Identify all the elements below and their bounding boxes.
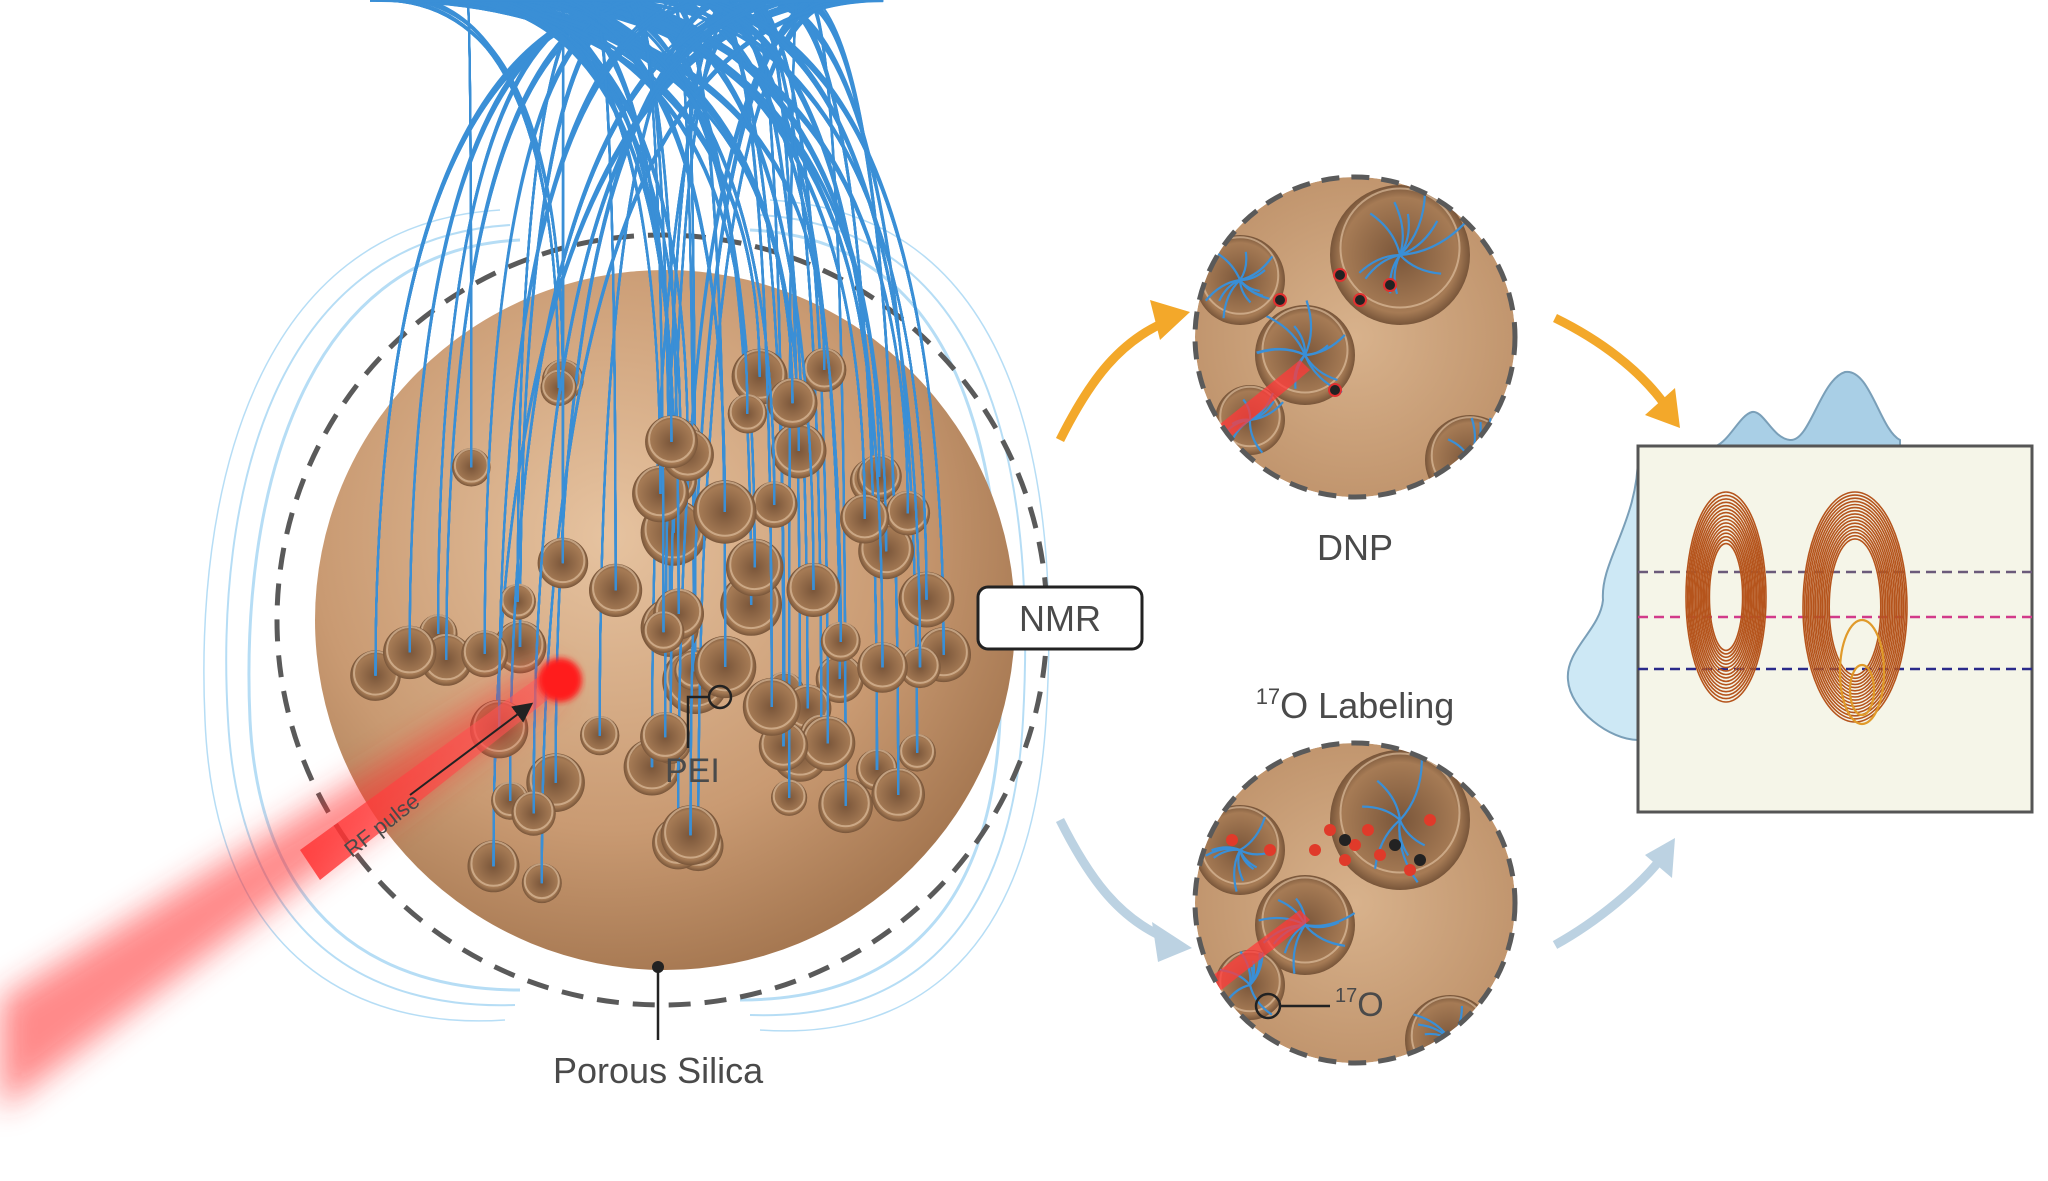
nmr-label: NMR <box>1019 598 1101 639</box>
spectrum-panel <box>1566 370 2034 814</box>
pore <box>467 0 867 893</box>
o17-marker-label: 17O <box>1335 985 1384 1024</box>
arrow-labeling-to-spectrum-head <box>1645 838 1675 878</box>
o17-labeling-title: 17O Labeling <box>1256 684 1455 726</box>
porous-silica-callout <box>652 961 664 1040</box>
pore <box>660 0 836 866</box>
field-lines <box>203 199 1050 1032</box>
dnp-label: DNP <box>1317 527 1393 568</box>
arrow-labeling-to-spectrum <box>1552 857 1664 949</box>
arrow-to-labeling-head <box>1152 922 1192 962</box>
o17-labeling-text: O Labeling <box>1280 685 1454 726</box>
labeling-zoom-circle: 17O <box>1192 740 1518 1066</box>
pei-callout <box>686 684 733 748</box>
pore <box>769 0 898 791</box>
arrow-to-dnp <box>1055 315 1172 443</box>
pore <box>1195 235 1285 325</box>
pore <box>1425 415 1515 497</box>
pore <box>441 0 698 469</box>
side-projection <box>1566 449 1640 742</box>
pei-label: PEI <box>665 752 720 790</box>
arrow-to-dnp-head <box>1150 300 1190 340</box>
contour-plot <box>1685 491 1908 726</box>
pore-group <box>350 0 971 904</box>
o17-marker-superscript: 17 <box>1335 985 1357 1007</box>
porous-silica-label: Porous Silica <box>553 1050 764 1091</box>
pore <box>1405 995 1495 1063</box>
nmr-box: NMR <box>976 585 1144 651</box>
pore <box>511 0 757 544</box>
o17-labeling-superscript: 17 <box>1256 684 1280 709</box>
rf-beam <box>0 658 582 1110</box>
arrow-to-labeling <box>1055 817 1172 945</box>
pore <box>1330 750 1470 890</box>
arrow-dnp-to-spectrum-head <box>1645 388 1680 428</box>
pore <box>1330 185 1470 325</box>
dnp-zoom-circle <box>1192 174 1518 500</box>
pore <box>1255 875 1356 975</box>
top-projection <box>1715 370 1901 447</box>
arrow-dnp-to-spectrum <box>1553 313 1669 408</box>
o17-marker-text: O <box>1357 986 1383 1024</box>
porous-silica-sphere <box>315 0 1015 970</box>
